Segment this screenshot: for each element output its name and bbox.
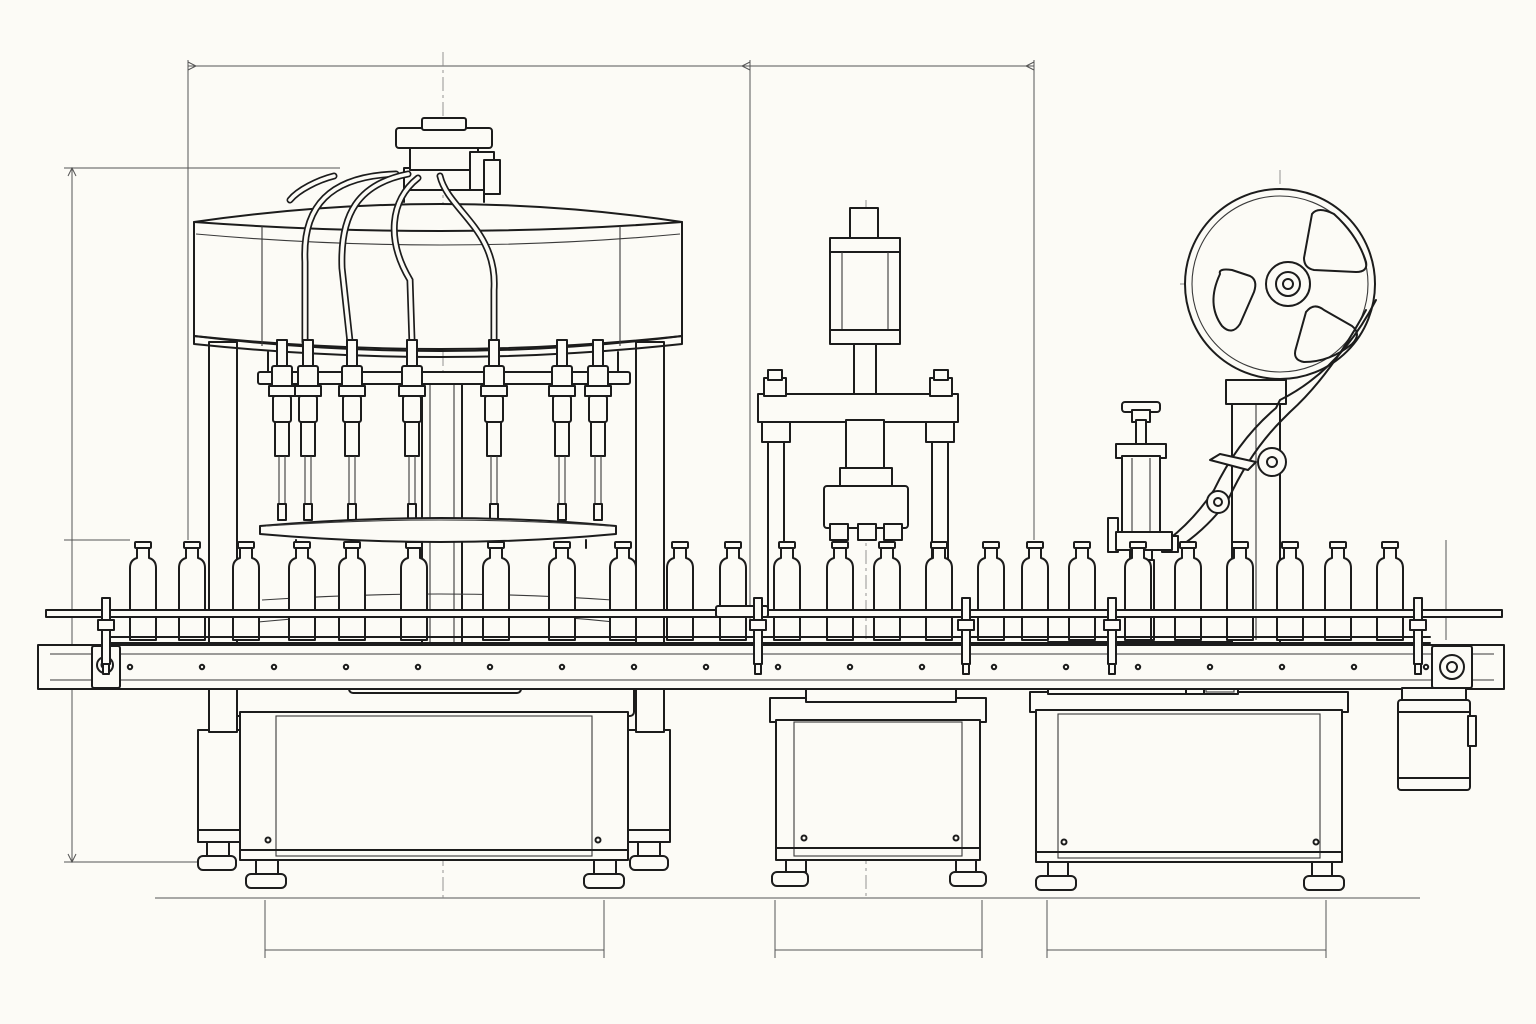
bolt [1206,663,1214,671]
guide-bracket [957,597,975,675]
filling-nozzle [268,339,296,521]
bottle [482,541,510,641]
bolt [414,663,422,671]
bolt [1350,663,1358,671]
bottle [609,541,637,641]
filling-nozzle [480,339,508,521]
bolt [1422,663,1430,671]
bolt [774,663,782,671]
bottle [977,541,1005,641]
bottle [1324,541,1352,641]
bottle [873,541,901,641]
bolt [630,663,638,671]
guide-brackets [97,597,1427,675]
bolt [918,663,926,671]
bottle [178,541,206,641]
dimension-lines [64,60,1447,958]
drive-motor-icon [1397,687,1477,791]
bolt [1134,663,1142,671]
bottle [826,541,854,641]
filling-nozzle [584,339,612,521]
bolt [702,663,710,671]
filling-nozzle [294,339,322,521]
guide-bracket [1103,597,1121,675]
filling-nozzle [398,339,426,521]
bottle [1068,541,1096,641]
guide-bracket [749,597,767,675]
bolt [558,663,566,671]
conveyor-bolts [126,663,1430,671]
bottle [129,541,157,641]
bolt [1062,663,1070,671]
label-reel-icon [1184,188,1376,380]
bottle [338,541,366,641]
bolt [1278,663,1286,671]
bottle [1021,541,1049,641]
bottle [1376,541,1404,641]
filling-nozzle [338,339,366,521]
bolt [342,663,350,671]
bottle [548,541,576,641]
bolt [270,663,278,671]
bottle [719,541,747,641]
bolt [846,663,854,671]
bolt [486,663,494,671]
filler-feet [197,841,669,889]
guide-bracket [97,597,115,675]
filling-nozzles [268,339,612,521]
bottle [1174,541,1202,641]
bottle [288,541,316,641]
bolt [198,663,206,671]
bolt [990,663,998,671]
filler-hoses [286,170,498,346]
filling-nozzle [548,339,576,521]
conveyor [37,605,1505,690]
guide-bracket [1409,597,1427,675]
bolt [126,663,134,671]
bottle [666,541,694,641]
filler-tank [193,203,683,385]
